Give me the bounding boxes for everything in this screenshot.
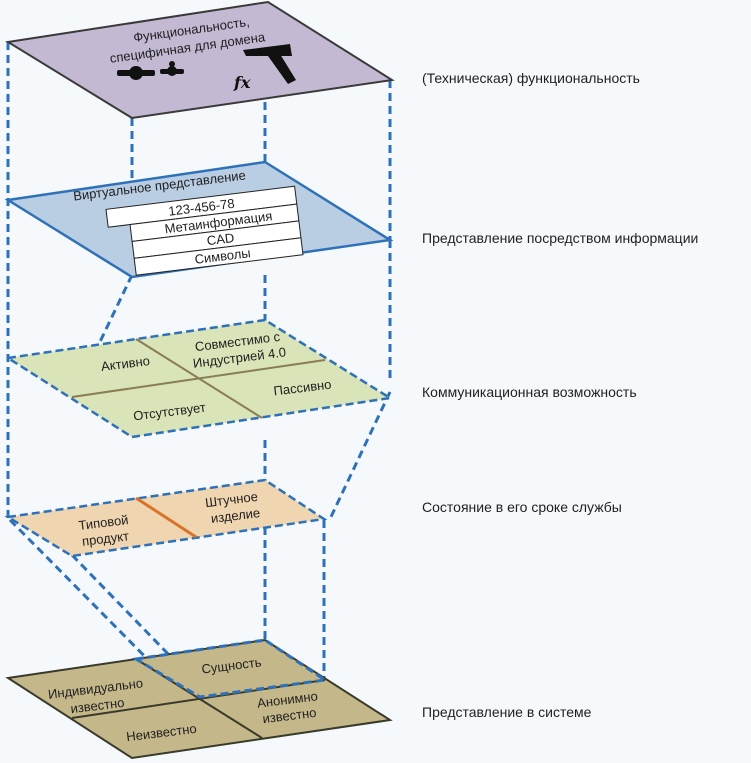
lifecycle-divider — [135, 496, 197, 539]
functionality-plane — [5, 0, 395, 120]
layer-functionality: Функциональность, специфичная для домена… — [5, 0, 395, 120]
record-3-text: CAD — [206, 230, 235, 248]
side-label-lifecycle: Состояние в его сроке службы — [422, 499, 622, 515]
layer-system: Индивидуально известно Сущность Неизвест… — [5, 638, 393, 760]
cell-active: Активно — [100, 353, 151, 374]
record-4-text: Символы — [194, 245, 252, 267]
cell-individually-known-line-2: известно — [70, 695, 126, 716]
cell-type-product-line-2: продукт — [81, 528, 130, 549]
side-label-information: Представление посредством информации — [422, 230, 698, 246]
cell-anonymous-known-line-1: Анонимно — [256, 688, 318, 710]
side-label-communication: Коммуникационная возможность — [422, 384, 637, 400]
cell-anonymous-known-line-2: известно — [262, 705, 318, 726]
gears-icon — [117, 61, 184, 80]
cell-passive: Пассивно — [273, 377, 333, 399]
record-stack: 123-456-78 Метаинформация CAD Символы — [105, 185, 304, 276]
entity-highlight — [131, 638, 330, 699]
cell-entity: Сущность — [201, 654, 263, 676]
function-fx-icon: fx — [233, 73, 251, 92]
side-labels: (Техническая) функциональность Представл… — [422, 70, 698, 720]
side-label-functionality: (Техническая) функциональность — [422, 70, 640, 86]
cell-piece-item-line-2: изделие — [210, 505, 261, 526]
side-label-system: Представление в системе — [422, 704, 592, 720]
layer-communication: Активно Совместимо с Индустрией 4.0 Отсу… — [4, 318, 394, 439]
layer-lifecycle: Типовой продукт Штучное изделие — [4, 478, 328, 558]
record-4 — [133, 237, 304, 276]
layer-information: Виртуальное представление 123-456-78 Мет… — [4, 160, 394, 279]
hammer-icon — [243, 44, 296, 84]
guide-diag-2 — [328, 391, 392, 520]
communication-divider-h — [71, 359, 326, 398]
cell-type-product-line-1: Типовой — [78, 512, 130, 533]
cell-piece-item-line-1: Штучное — [204, 489, 258, 510]
